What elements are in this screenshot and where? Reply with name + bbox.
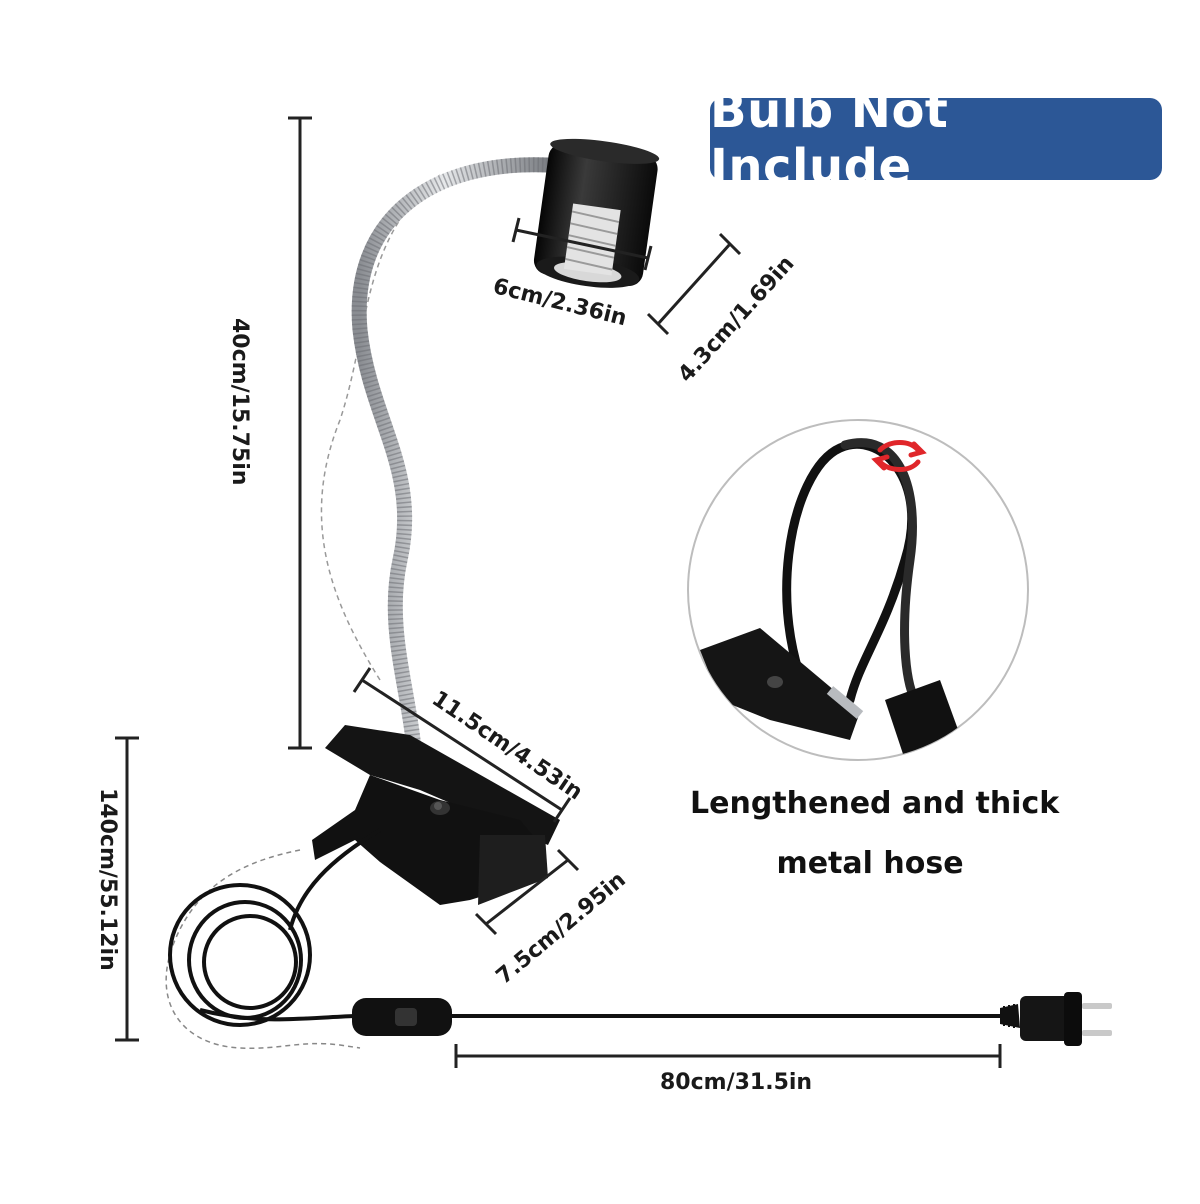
dimension-lines xyxy=(115,116,1002,1068)
detail-circle xyxy=(687,419,1029,761)
dimmer-switch xyxy=(352,998,452,1036)
power-plug xyxy=(1000,992,1112,1046)
bulb-not-included-badge: Bulb Not Include xyxy=(710,83,1162,195)
callout-line-1: Lengthened and thick xyxy=(690,786,1060,821)
callout-line-2: metal hose xyxy=(776,846,964,881)
cord-length-label: 80cm/31.5in xyxy=(660,1070,813,1095)
total-cable-label: 140cm/55.12in xyxy=(95,788,120,971)
lamp-socket xyxy=(533,138,660,288)
coiled-cord xyxy=(168,828,382,1027)
gooseneck-hose xyxy=(351,157,556,768)
total-length-dashed-path xyxy=(165,849,361,1050)
hose-length-label: 40cm/15.75in xyxy=(227,318,252,486)
desk-clip xyxy=(312,725,560,905)
hose-dashed-path xyxy=(320,174,441,681)
rotate-arrow-icon xyxy=(871,440,927,472)
